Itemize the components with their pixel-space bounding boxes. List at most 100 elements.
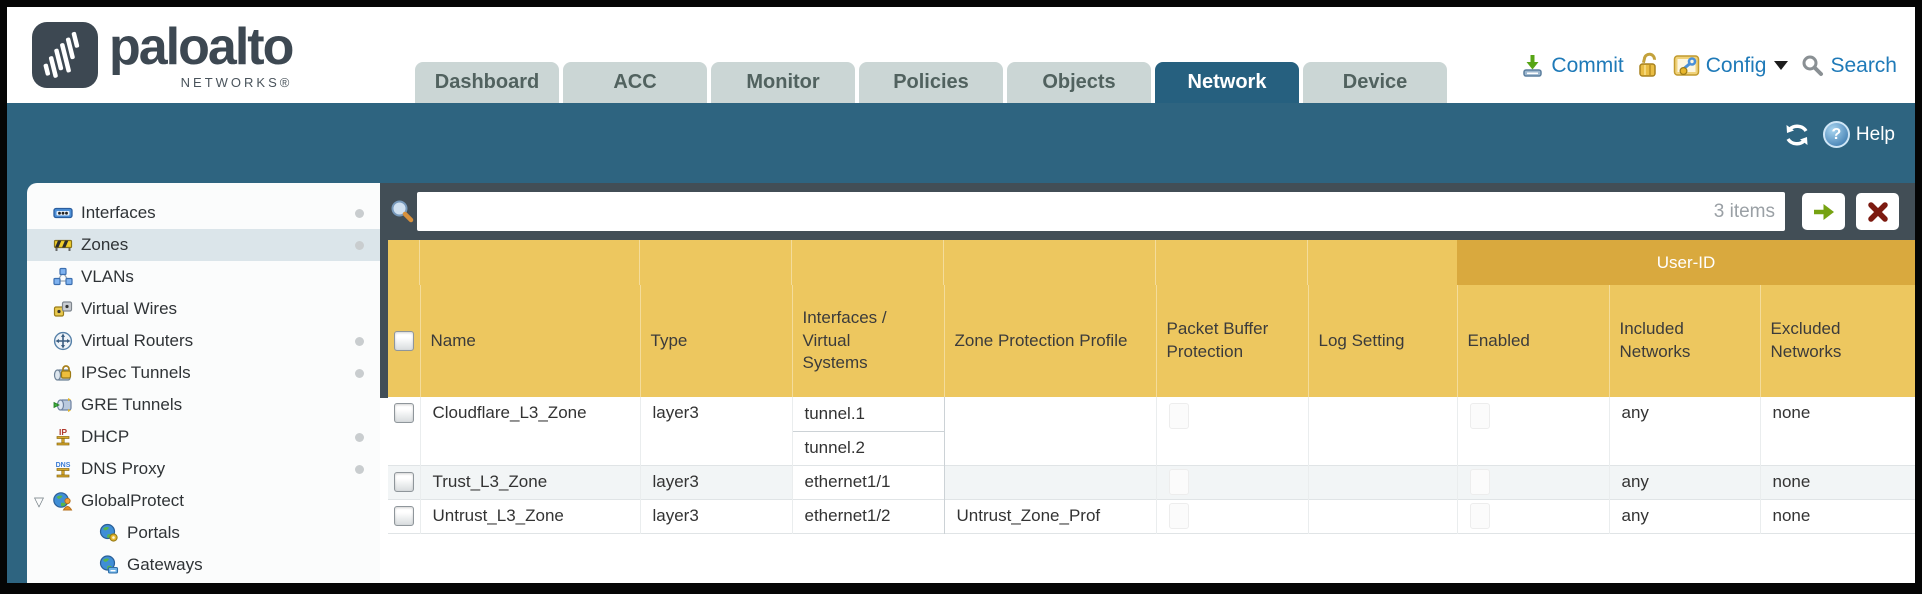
zone-name-link[interactable]: Untrust_L3_Zone — [420, 499, 641, 533]
select-all-cell — [388, 285, 421, 397]
item-dot — [355, 433, 364, 442]
user-id-enabled-checkbox[interactable] — [1469, 503, 1490, 529]
header-spacer — [388, 240, 1457, 285]
tab-dashboard[interactable]: Dashboard — [415, 62, 559, 103]
zone-type: layer3 — [640, 397, 793, 465]
row-checkbox[interactable] — [394, 472, 414, 492]
col-header-interfaces[interactable]: Interfaces / Virtual Systems — [792, 285, 945, 397]
band-toolbar: ? Help — [1783, 121, 1895, 148]
packet-buffer-checkbox[interactable] — [1168, 403, 1189, 429]
help-label[interactable]: Help — [1855, 123, 1895, 145]
panel-gutter — [380, 183, 388, 398]
tab-objects[interactable]: Objects — [1007, 62, 1151, 103]
row-checkbox[interactable] — [394, 403, 414, 423]
tab-device[interactable]: Device — [1303, 62, 1447, 103]
expander-triangle-icon[interactable]: ▽ — [34, 494, 44, 509]
table-row: Untrust_L3_Zone layer3 ethernet1/2 Untru… — [388, 499, 1915, 533]
vlans-icon — [53, 267, 73, 286]
sidebar-item-dns-proxy[interactable]: DNS DNS Proxy — [27, 453, 380, 485]
row-checkbox[interactable] — [394, 506, 414, 526]
tab-network[interactable]: Network — [1155, 62, 1299, 103]
sidebar-item-portals[interactable]: Portals — [27, 517, 380, 549]
main-nav-tabs: Dashboard ACC Monitor Policies Objects N… — [415, 62, 1447, 103]
zone-name-link[interactable]: Trust_L3_Zone — [420, 465, 641, 499]
dhcp-icon: IP — [56, 427, 70, 446]
clear-filter-button[interactable] — [1856, 193, 1899, 230]
excluded-networks: none — [1760, 465, 1915, 499]
zone-interface: ethernet1/1 — [791, 465, 945, 499]
zone-name-link[interactable]: Cloudflare_L3_Zone — [420, 397, 641, 465]
select-all-checkbox[interactable] — [394, 331, 414, 351]
col-header-included-networks[interactable]: Included Networks — [1609, 285, 1761, 397]
app-window: paloalto NETWORKS® Dashboard ACC Monitor… — [7, 7, 1915, 583]
col-header-zone-protection-profile[interactable]: Zone Protection Profile — [944, 285, 1157, 397]
config-label: Config — [1705, 53, 1767, 77]
tab-policies[interactable]: Policies — [859, 62, 1003, 103]
table-row: Trust_L3_Zone layer3 ethernet1/1 any non… — [388, 465, 1915, 499]
packet-buffer-checkbox[interactable] — [1168, 469, 1189, 495]
commit-button[interactable]: Commit — [1520, 53, 1624, 78]
dns-proxy-icon: DNS — [56, 462, 71, 478]
lock-icon[interactable] — [1637, 52, 1660, 79]
gateways-icon — [99, 555, 119, 574]
excluded-networks: none — [1760, 397, 1915, 465]
user-id-enabled-checkbox[interactable] — [1469, 469, 1490, 495]
filter-search-icon[interactable] — [389, 199, 415, 225]
green-arrow-icon — [1813, 203, 1834, 220]
col-header-name[interactable]: Name — [420, 285, 641, 397]
zone-protection-profile: Untrust_Zone_Prof — [944, 499, 1157, 533]
virtual-routers-icon — [53, 331, 73, 351]
zone-interface: ethernet1/2 — [791, 499, 945, 533]
sidebar-item-virtual-wires[interactable]: Virtual Wires — [27, 293, 380, 325]
sidebar-item-label: Virtual Routers — [81, 331, 194, 350]
col-header-excluded-networks[interactable]: Excluded Networks — [1760, 285, 1915, 397]
filter-bar: 3 items — [380, 183, 1915, 240]
packet-buffer-checkbox[interactable] — [1168, 503, 1189, 529]
zone-interface: tunnel.2 — [791, 431, 945, 465]
interfaces-icon — [53, 207, 73, 219]
log-setting — [1308, 499, 1458, 533]
ipsec-tunnels-icon — [53, 365, 72, 381]
config-menu[interactable]: Config — [1673, 53, 1789, 78]
sidebar-item-label: GRE Tunnels — [81, 395, 183, 414]
apply-filter-button[interactable] — [1802, 193, 1845, 230]
included-networks: any — [1609, 397, 1761, 465]
filter-input[interactable] — [417, 192, 1714, 231]
zones-main-panel: 3 items — [380, 183, 1915, 583]
item-dot — [355, 337, 364, 346]
refresh-icon[interactable] — [1783, 122, 1811, 148]
col-header-log-setting[interactable]: Log Setting — [1308, 285, 1458, 397]
commit-label: Commit — [1551, 53, 1624, 77]
search-button[interactable]: Search — [1801, 54, 1897, 78]
sidebar-item-gre-tunnels[interactable]: GRE Tunnels — [27, 389, 380, 421]
sidebar-item-virtual-routers[interactable]: Virtual Routers — [27, 325, 380, 357]
virtual-wires-icon — [53, 301, 73, 317]
log-setting — [1308, 465, 1458, 499]
sidebar-item-gateways[interactable]: Gateways — [27, 549, 380, 581]
portals-icon — [99, 523, 118, 542]
help-icon[interactable]: ? — [1822, 121, 1850, 148]
col-header-enabled[interactable]: Enabled — [1457, 285, 1610, 397]
sidebar-item-label: Gateways — [127, 555, 203, 574]
excluded-networks: none — [1760, 499, 1915, 533]
top-header-bar: paloalto NETWORKS® Dashboard ACC Monitor… — [7, 7, 1915, 103]
brand-logo: paloalto NETWORKS® — [31, 15, 294, 90]
tab-monitor[interactable]: Monitor — [711, 62, 855, 103]
item-count: 3 items — [1713, 200, 1775, 222]
tab-acc[interactable]: ACC — [563, 62, 707, 103]
config-icon — [1673, 55, 1699, 76]
sidebar-item-dhcp[interactable]: IP DHCP — [27, 421, 380, 453]
zone-protection-profile — [944, 465, 1157, 499]
gre-tunnels-icon — [53, 398, 72, 412]
col-header-type[interactable]: Type — [640, 285, 793, 397]
sidebar-item-zones[interactable]: Zones — [27, 229, 380, 261]
user-id-enabled-checkbox[interactable] — [1469, 403, 1490, 429]
included-networks: any — [1609, 499, 1761, 533]
brand-name: paloalto — [109, 18, 294, 76]
sidebar-item-interfaces[interactable]: Interfaces — [27, 197, 380, 229]
col-header-packet-buffer-protection[interactable]: Packet Buffer Protection — [1156, 285, 1309, 397]
sidebar-item-vlans[interactable]: VLANs — [27, 261, 380, 293]
sidebar-item-globalprotect[interactable]: ▽ GlobalProtect — [27, 485, 380, 517]
sidebar-item-ipsec-tunnels[interactable]: IPSec Tunnels — [27, 357, 380, 389]
included-networks: any — [1609, 465, 1761, 499]
